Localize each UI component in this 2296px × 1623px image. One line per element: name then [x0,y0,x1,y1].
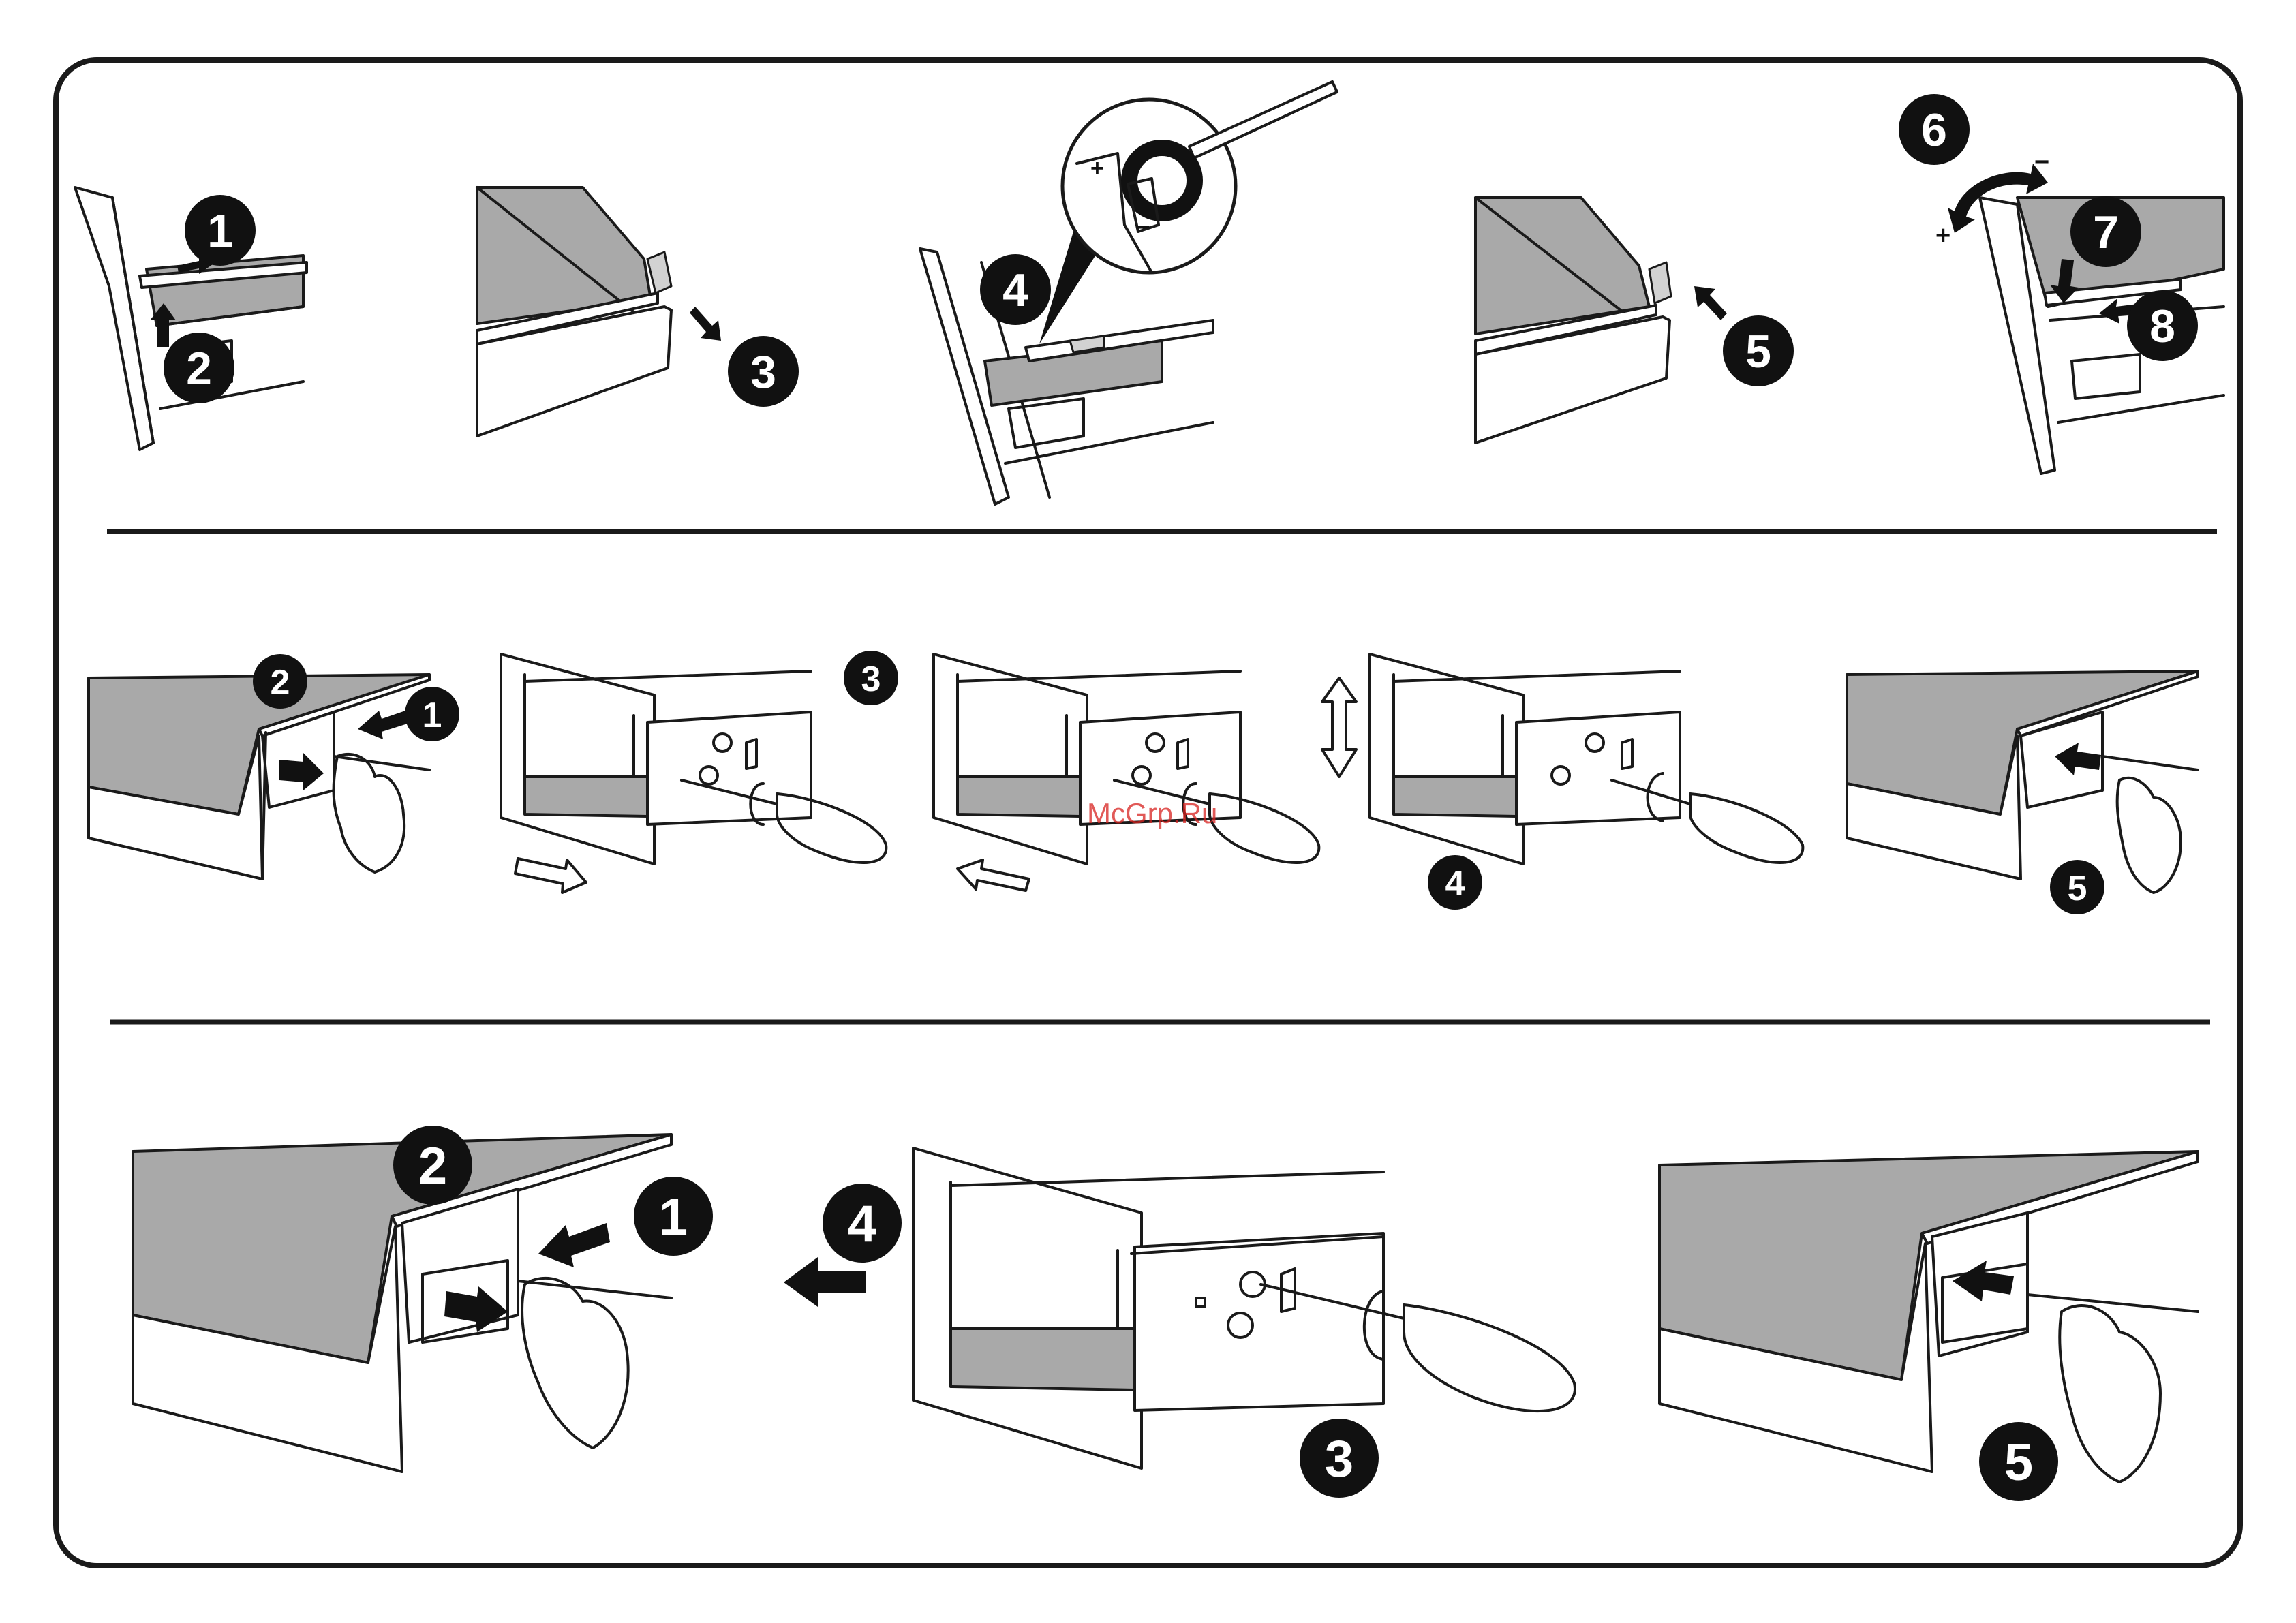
step-badge: 8 [2127,290,2198,361]
detail-minus-sign: − [1137,215,1150,241]
step-badge: 7 [2070,196,2141,267]
svg-text:5: 5 [2004,1434,2033,1491]
step-badge: 1 [405,687,459,741]
step-badge: 4 [980,254,1051,325]
step-badge: 3 [844,651,898,705]
row2-panel-5 [1847,671,2198,893]
svg-text:3: 3 [1325,1430,1353,1488]
svg-text:1: 1 [659,1188,688,1246]
svg-text:2: 2 [186,343,212,395]
svg-text:7: 7 [2093,206,2119,258]
hand-icon [334,754,405,872]
svg-text:1: 1 [207,205,233,257]
svg-text:8: 8 [2149,300,2175,352]
row2-panel-4 [1322,654,1803,864]
row2-panel-1 [89,675,429,879]
step-badge: 4 [823,1184,902,1263]
svg-text:3: 3 [861,660,881,699]
step-badge: 3 [1300,1419,1379,1498]
svg-text:2: 2 [418,1137,447,1195]
step-badge: 2 [393,1126,472,1205]
step-badge: 1 [185,195,256,266]
rotate-minus-sign: − [2034,148,2049,176]
row3-panel-3 [1659,1151,2198,1482]
step-badge: 1 [634,1177,713,1256]
svg-text:5: 5 [2068,869,2087,908]
row2-panel-2 [501,654,886,893]
step-badge: 4 [1428,855,1482,910]
step-badge: 5 [1723,315,1794,386]
double-arrow-icon [1322,678,1356,777]
svg-text:5: 5 [1745,326,1771,377]
step-badge: 5 [1979,1422,2058,1501]
step-badge: 2 [164,333,234,403]
row3-panel-2 [784,1148,1575,1468]
step-badge: 2 [253,654,307,709]
row2-panel-3: McGrp.Ru [934,654,1319,891]
svg-text:4: 4 [1002,264,1028,316]
svg-text:4: 4 [848,1195,876,1253]
outline-arrow-icon [515,859,586,893]
watermark: McGrp.Ru [1087,797,1217,829]
svg-text:3: 3 [750,346,776,398]
hand-icon [2060,1305,2160,1482]
hand-icon [2117,778,2181,893]
step-badge: 3 [728,336,799,407]
row1-panel-4 [1475,198,1727,443]
svg-text:4: 4 [1445,864,1465,903]
rotate-plus-sign: + [1935,221,1950,250]
step-badge: 5 [2050,860,2104,914]
hand-icon [522,1278,628,1448]
svg-text:2: 2 [271,663,290,702]
outline-arrow-icon [958,860,1029,891]
step-badge: 6 [1899,94,1970,165]
row1-panel-2 [477,187,721,436]
svg-text:1: 1 [423,696,442,735]
detail-plus-sign: + [1090,155,1104,181]
svg-text:6: 6 [1921,104,1947,156]
